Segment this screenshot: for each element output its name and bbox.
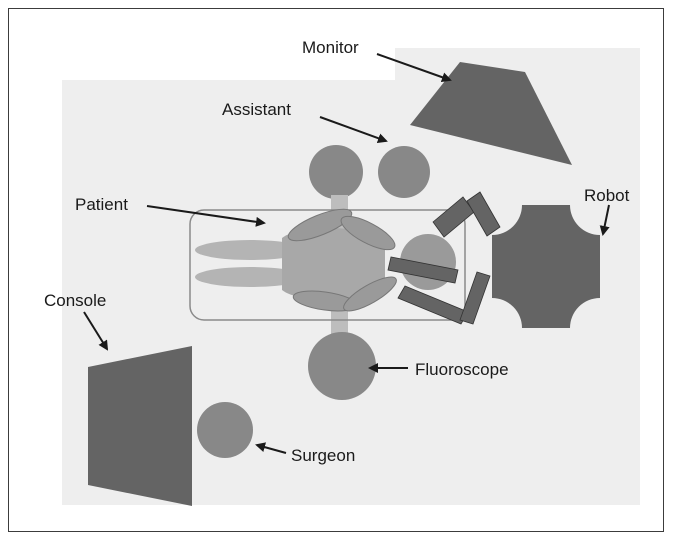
console-shape [88,346,192,506]
console-label: Console [44,291,106,310]
assistant-head-2 [378,146,430,198]
robot-label: Robot [584,186,630,205]
fluoroscope-shape [308,332,376,400]
fluoroscope-label: Fluoroscope [415,360,509,379]
monitor-label: Monitor [302,38,359,57]
patient-label: Patient [75,195,128,214]
assistant-label: Assistant [222,100,291,119]
surgeon-label: Surgeon [291,446,355,465]
assistant-head-1 [309,145,363,199]
surgeon-shape [197,402,253,458]
